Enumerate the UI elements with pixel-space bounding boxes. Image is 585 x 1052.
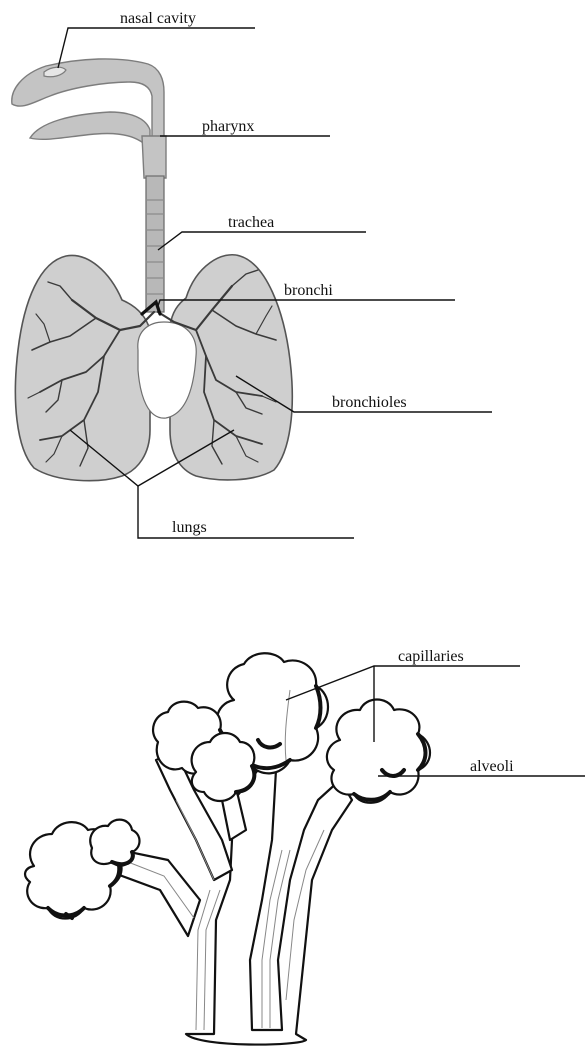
alveolus-middle-left [192,733,255,801]
oral-cavity-shape [30,112,150,150]
label-lungs: lungs [172,519,207,536]
label-trachea: trachea [228,214,274,231]
label-bronchi: bronchi [284,282,333,299]
label-capillaries: capillaries [398,648,464,665]
pharynx-shape [142,136,166,178]
alveoli-cluster-figure: capillaries alveoli [25,648,585,1045]
label-bronchioles: bronchioles [332,394,407,411]
trachea-shape [146,176,164,312]
alveolus-right [327,700,430,803]
label-pharynx: pharynx [202,118,254,135]
respiratory-tract-figure: nasal cavity pharynx trachea bronchi bro… [12,10,492,538]
left-lung-shape [15,255,150,480]
label-nasal-cavity: nasal cavity [120,10,196,27]
label-alveoli: alveoli [470,758,514,775]
alveolus-near-branch [90,820,139,866]
